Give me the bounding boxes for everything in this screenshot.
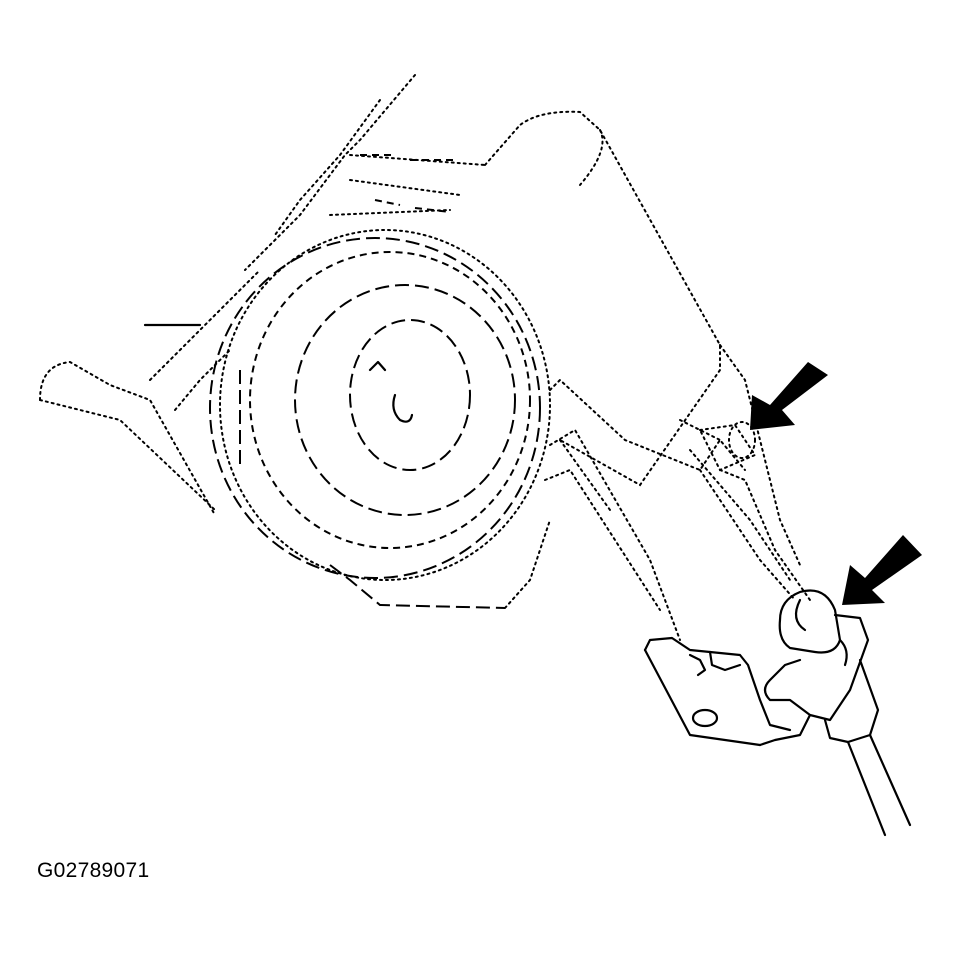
figure-id-label: G02789071 xyxy=(37,859,150,882)
cable-shaft-assembly xyxy=(544,344,811,641)
hub-center xyxy=(368,360,414,423)
lower-clamp xyxy=(643,589,912,837)
mounting-flange xyxy=(39,269,261,516)
lower-fastener-arrow xyxy=(842,535,922,605)
reel-housing xyxy=(209,229,551,609)
upper-fastener-arrow xyxy=(750,362,828,430)
upper-fastener xyxy=(698,421,757,472)
mounting-bracket xyxy=(244,74,721,487)
